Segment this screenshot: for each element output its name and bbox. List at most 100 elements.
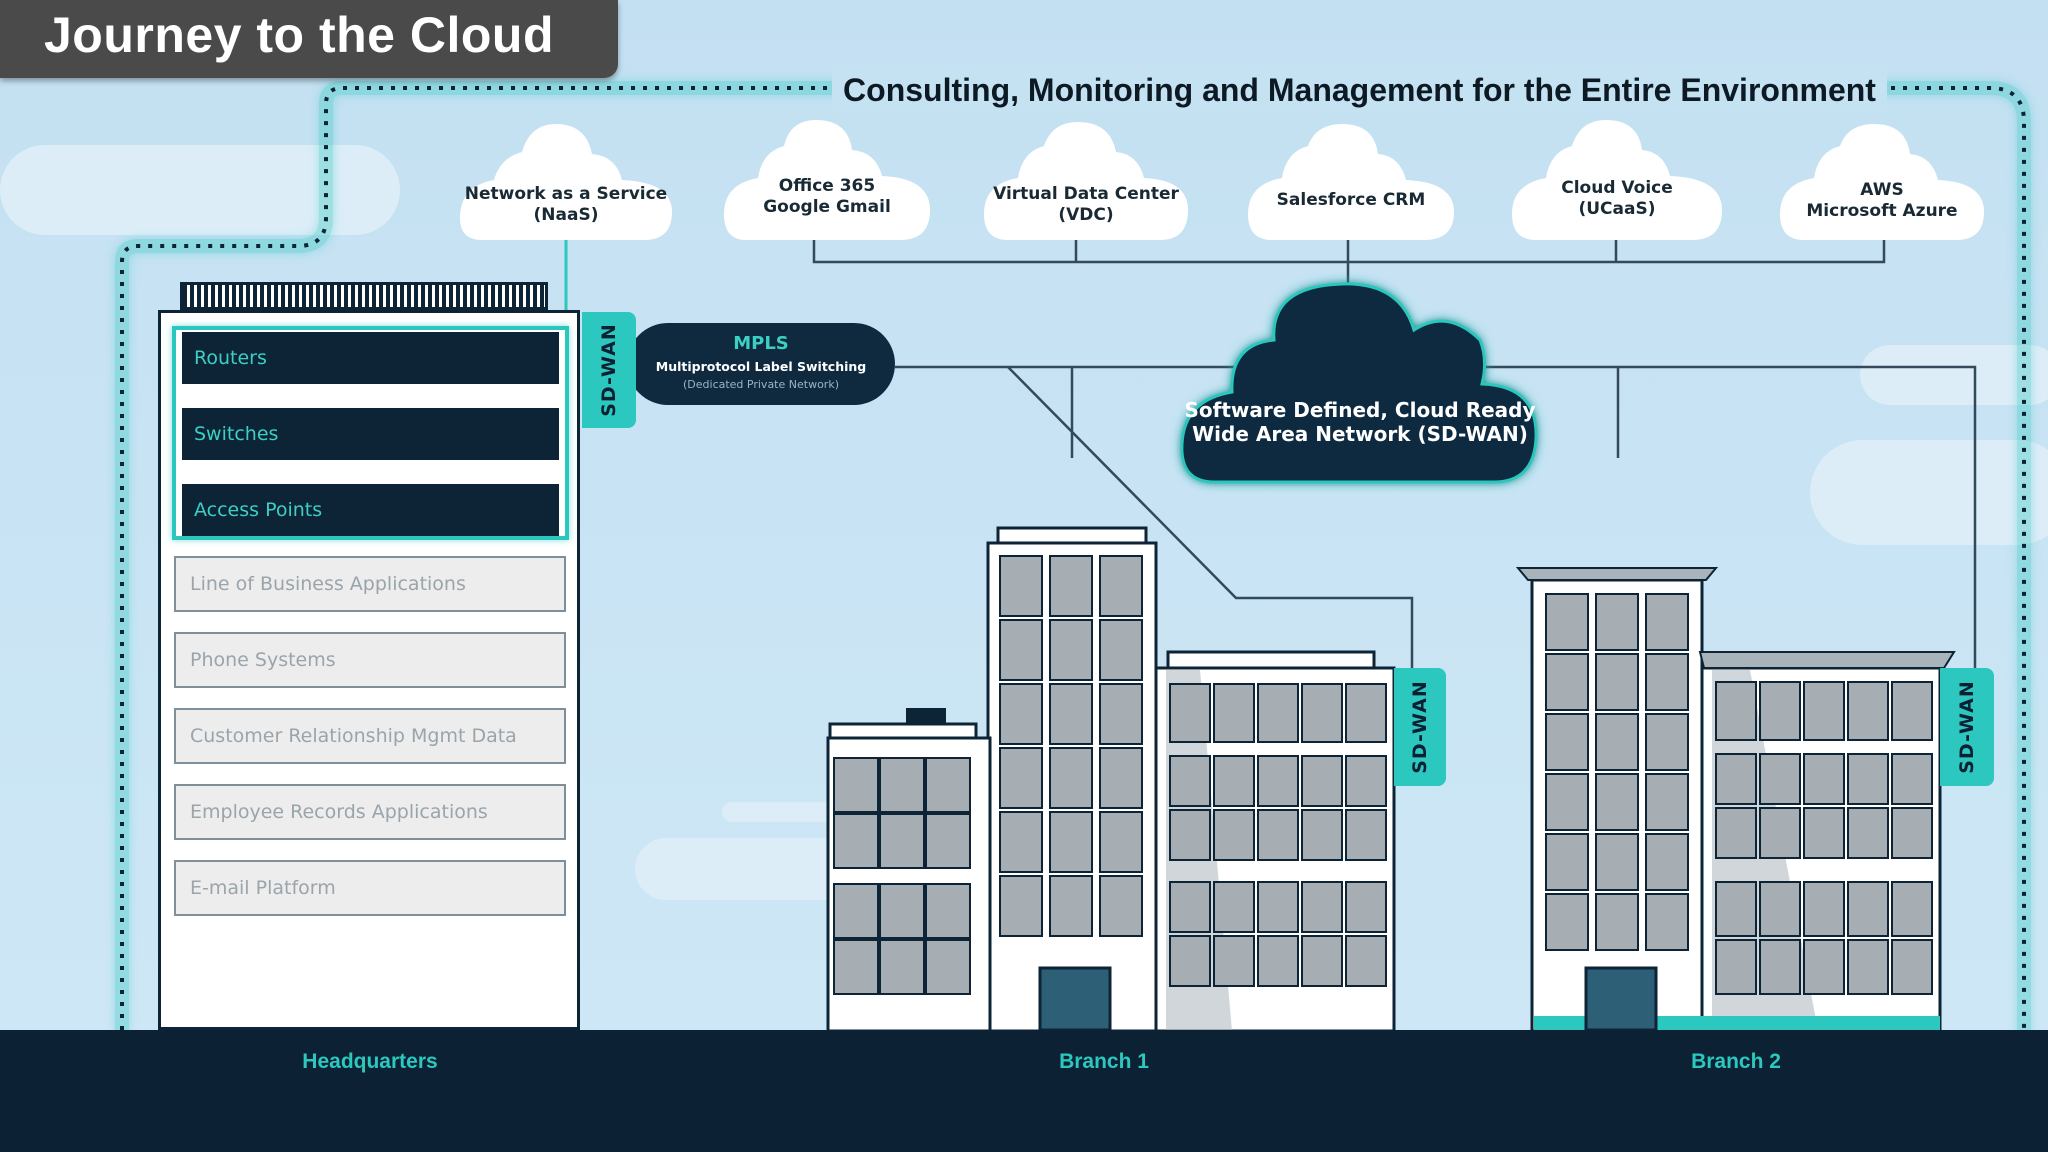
window [1645, 593, 1689, 651]
management-label: Consulting, Monitoring and Management fo… [832, 66, 1887, 114]
background-cloud [0, 145, 400, 235]
window [1891, 881, 1933, 937]
window [833, 757, 879, 813]
sdwan-cloud-line2: Wide Area Network (SD-WAN) [1192, 422, 1528, 446]
window [999, 555, 1043, 617]
window [1345, 881, 1387, 933]
window [1595, 653, 1639, 711]
cloud-shape-office [724, 120, 930, 240]
window [1715, 939, 1757, 995]
hq-roof [180, 282, 548, 310]
window [1049, 875, 1093, 937]
sdwan-tab-label: SD-WAN [1409, 680, 1431, 774]
cloud-label-line2: Google Gmail [763, 197, 891, 217]
cloud-label-line1: Office 365 [778, 176, 876, 196]
window [833, 813, 879, 869]
sdwan-tab-branch1: SD-WAN [1394, 668, 1446, 786]
sdwan-tab-label: SD-WAN [598, 323, 620, 417]
hq-network-switches: Switches [182, 408, 559, 460]
window [1301, 809, 1343, 861]
window [1847, 881, 1889, 937]
mpls-subtitle: Multiprotocol Label Switching [655, 359, 867, 374]
sdwan-tab-label: SD-WAN [1956, 680, 1978, 774]
window [1645, 833, 1689, 891]
background-cloud [1810, 440, 2048, 545]
window [879, 883, 925, 939]
cloud-shape-vdc [984, 122, 1188, 240]
sdwan-cloud-line1: Software Defined, Cloud Ready [1184, 398, 1536, 422]
window [1715, 681, 1757, 741]
cloud-label-line1: Salesforce CRM [1276, 190, 1426, 210]
window [1645, 773, 1689, 831]
location-label-branch1: Branch 1 [1059, 1050, 1149, 1073]
window [879, 813, 925, 869]
hq-app-phone-systems: Phone Systems [174, 632, 566, 688]
window [1645, 893, 1689, 951]
cloud-shape-naas [460, 124, 672, 240]
sdwan-tab-hq: SD-WAN [582, 312, 636, 428]
window [1595, 713, 1639, 771]
window [1891, 939, 1933, 995]
window [1759, 681, 1801, 741]
window [999, 683, 1043, 745]
window [1257, 755, 1299, 807]
window [1545, 653, 1589, 711]
window [1257, 935, 1299, 987]
cloud-label-line2: (NaaS) [533, 205, 599, 225]
window [1715, 807, 1757, 859]
sdwan-cloud-shape [1180, 282, 1538, 484]
window [1099, 811, 1143, 873]
window [1803, 681, 1845, 741]
window [1049, 555, 1093, 617]
ground-bar [0, 1030, 2048, 1152]
window [1759, 881, 1801, 937]
window [1169, 809, 1211, 861]
hq-network-routers: Routers [182, 332, 559, 384]
window [833, 883, 879, 939]
window [1049, 619, 1093, 681]
mpls-pill: MPLS Multiprotocol Label Switching (Dedi… [627, 323, 895, 405]
window [1301, 935, 1343, 987]
location-label-branch2: Branch 2 [1691, 1050, 1781, 1073]
window [1759, 753, 1801, 805]
window [1803, 881, 1845, 937]
window [1891, 681, 1933, 741]
window [879, 757, 925, 813]
window [1099, 875, 1143, 937]
window [1803, 939, 1845, 995]
window [1345, 683, 1387, 743]
window [1759, 807, 1801, 859]
mpls-note: (Dedicated Private Network) [683, 378, 839, 391]
window [1099, 683, 1143, 745]
window [1099, 619, 1143, 681]
cloud-label-line2: Microsoft Azure [1806, 201, 1958, 221]
window [1595, 593, 1639, 651]
cloud-label-line2: (UCaaS) [1578, 199, 1656, 219]
window [999, 747, 1043, 809]
window [1645, 713, 1689, 771]
window [1257, 881, 1299, 933]
window [1715, 881, 1757, 937]
window [925, 813, 971, 869]
window [1595, 773, 1639, 831]
window [1545, 893, 1589, 951]
window [1891, 807, 1933, 859]
window [1213, 935, 1255, 987]
window [1847, 753, 1889, 805]
window [999, 875, 1043, 937]
window [1049, 811, 1093, 873]
window [1803, 753, 1845, 805]
window [925, 757, 971, 813]
window [1213, 755, 1255, 807]
window [1169, 935, 1211, 987]
background-cloud [1860, 345, 2048, 405]
cloud-shape-salesforce [1248, 124, 1454, 240]
window [1049, 683, 1093, 745]
window [1169, 683, 1211, 743]
page-title: Journey to the Cloud [44, 7, 554, 63]
hq-network-access-points: Access Points [182, 484, 559, 536]
window [833, 939, 879, 995]
window [1213, 809, 1255, 861]
